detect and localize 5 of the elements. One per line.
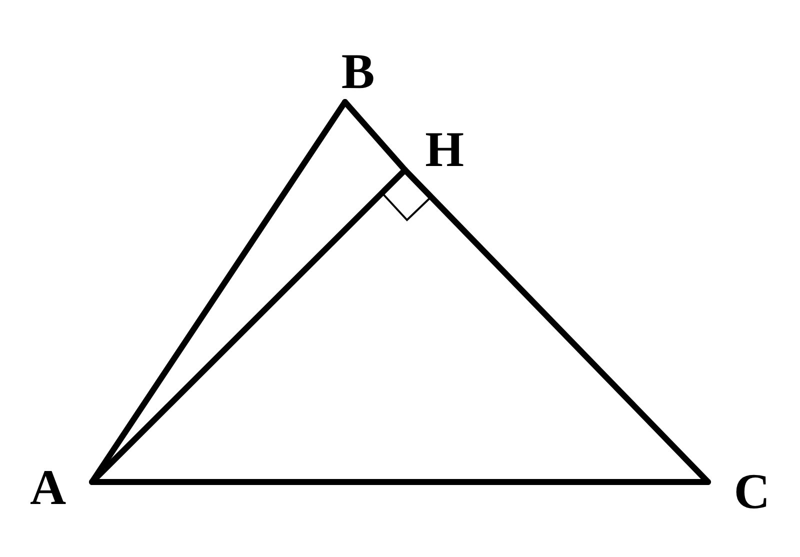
triangle-side xyxy=(89,167,408,485)
vertex-label: C xyxy=(706,462,770,520)
vertex-label: H xyxy=(404,124,464,172)
vertex-label: B xyxy=(332,46,384,104)
vertex-label: A xyxy=(30,458,94,516)
